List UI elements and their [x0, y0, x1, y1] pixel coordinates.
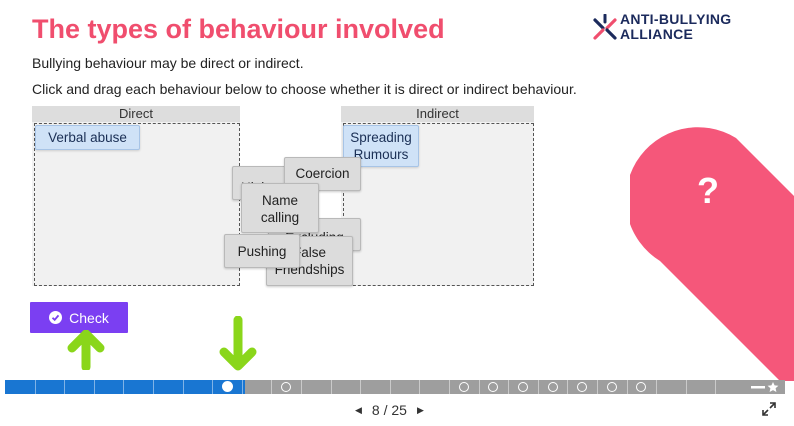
slide-progress-bar[interactable] [5, 380, 785, 394]
dropzone-direct-label: Direct [32, 106, 240, 122]
progress-segment-divider [93, 380, 95, 394]
progress-interaction-marker[interactable] [281, 382, 292, 392]
progress-segment-divider [182, 380, 184, 394]
progress-segment-divider [301, 380, 302, 394]
progress-segment-divider [597, 380, 598, 394]
dropzone-direct-area[interactable] [34, 123, 240, 286]
dropzone-indirect-label: Indirect [341, 106, 534, 122]
anti-bullying-alliance-logo: ANTI-BULLYING ALLIANCE [592, 10, 792, 50]
check-circle-icon [49, 311, 63, 324]
annotation-down-arrow-icon [219, 316, 257, 371]
progress-interaction-marker[interactable] [458, 382, 469, 392]
check-button[interactable]: Check [30, 302, 128, 333]
progress-interaction-marker[interactable] [488, 382, 499, 392]
logo-mark-icon [593, 14, 617, 40]
progress-segment-divider [478, 380, 480, 394]
progress-segment-divider [123, 380, 125, 394]
progress-segment-divider [656, 380, 658, 394]
draggable-coercion[interactable]: Coercion [284, 157, 361, 191]
draggable-pushing[interactable]: Pushing [224, 234, 300, 268]
previous-slide-icon[interactable]: ◀ [355, 404, 362, 415]
progress-segment-divider [715, 380, 717, 394]
check-button-label: Check [69, 309, 109, 326]
slide-pager: ◀ 8 / 25 ▶ [355, 402, 424, 418]
progress-segment-divider [449, 380, 450, 394]
hint-speech-shape[interactable]: ? [630, 106, 794, 381]
progress-segment-divider [153, 380, 154, 394]
logo-line-2: ALLIANCE [620, 26, 694, 42]
progress-segment-divider [241, 380, 243, 394]
progress-segment-divider [537, 380, 539, 394]
progress-segment-divider [330, 380, 332, 394]
current-slide-number: 8 [371, 402, 380, 418]
progress-interaction-marker[interactable] [636, 382, 647, 392]
logo-line-1: ANTI-BULLYING [620, 11, 732, 27]
progress-segment-divider [212, 380, 214, 394]
instruction-text: Click and drag each behaviour below to c… [32, 81, 577, 97]
progress-segment-divider [64, 380, 66, 394]
progress-interaction-marker[interactable] [547, 382, 558, 392]
progress-segment-divider [685, 380, 687, 394]
intro-text: Bullying behaviour may be direct or indi… [32, 55, 304, 71]
progress-segment-divider [626, 380, 628, 394]
progress-interaction-marker[interactable] [606, 382, 617, 392]
progress-segment-divider [34, 380, 36, 394]
pager-separator: / [383, 402, 388, 418]
page-title: The types of behaviour involved [32, 14, 445, 44]
annotation-up-arrow-icon [67, 330, 105, 370]
progress-end-star-icon[interactable] [751, 382, 781, 392]
progress-segment-divider [508, 380, 510, 394]
hint-question-mark: ? [697, 170, 719, 211]
progress-segment-divider [271, 380, 273, 394]
progress-interaction-marker[interactable] [518, 382, 528, 392]
progress-current-slide-marker[interactable] [222, 381, 233, 392]
total-slide-number: 25 [391, 402, 407, 418]
progress-segment-divider [419, 380, 421, 394]
progress-segment-divider [389, 380, 391, 394]
progress-segment-divider [567, 380, 569, 394]
next-slide-icon[interactable]: ▶ [416, 404, 424, 415]
draggable-verbal-abuse[interactable]: Verbal abuse [35, 125, 140, 150]
progress-fill [5, 380, 245, 394]
progress-interaction-marker[interactable] [577, 382, 588, 392]
progress-segment-divider [360, 380, 362, 394]
dropzone-indirect-area[interactable] [343, 123, 534, 286]
fullscreen-icon[interactable] [760, 400, 778, 418]
draggable-name-calling[interactable]: Name calling [241, 183, 319, 233]
